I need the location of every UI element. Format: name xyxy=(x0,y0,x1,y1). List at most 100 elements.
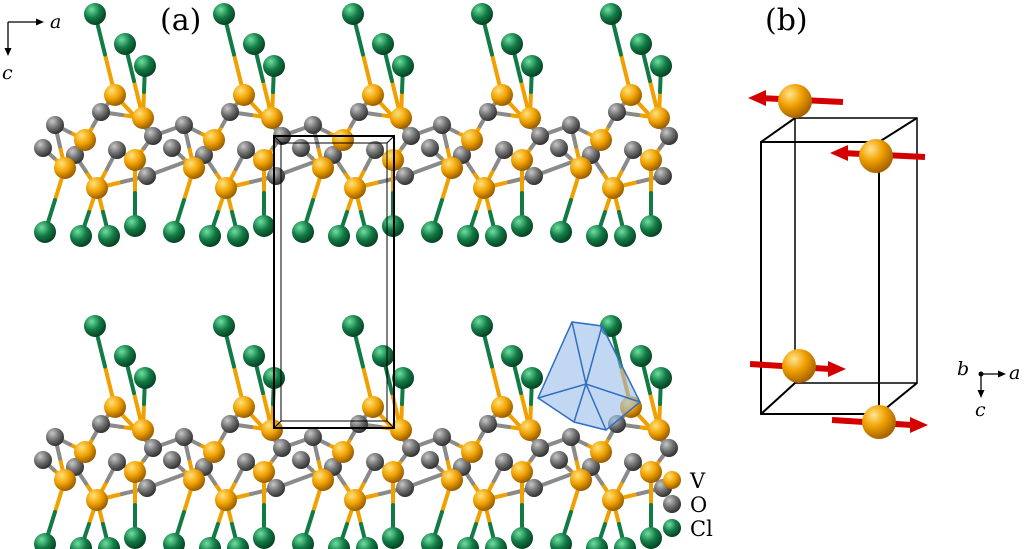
bottom-layer xyxy=(34,315,678,549)
atoms xyxy=(34,315,678,549)
vanadium-atom xyxy=(233,84,255,106)
vanadium-atom xyxy=(215,177,237,199)
chlorine-atom xyxy=(457,225,479,247)
oxygen-atom xyxy=(267,479,285,497)
vanadium-atom xyxy=(86,177,108,199)
legend-item-cl: Cl xyxy=(663,517,713,541)
legend-label-v: V xyxy=(689,469,706,493)
chlorine-atom xyxy=(292,221,314,243)
top-layer xyxy=(34,3,678,247)
vanadium-atom xyxy=(203,129,225,151)
vanadium-atom xyxy=(511,461,533,483)
axis-a-label: a xyxy=(50,11,61,33)
oxygen-atom xyxy=(562,116,580,134)
legend: V O Cl xyxy=(663,469,713,541)
axis-c-label-b: c xyxy=(975,399,986,421)
chlorine-atom xyxy=(471,3,493,25)
vanadium-atom xyxy=(183,157,205,179)
oxygen-atom xyxy=(221,415,239,433)
vanadium-atom xyxy=(778,84,812,118)
chlorine-atom xyxy=(124,215,146,237)
oxygen-atom xyxy=(34,139,52,157)
chlorine-atom xyxy=(243,33,265,55)
unit-cell-a xyxy=(273,135,395,429)
oxygen-atom xyxy=(433,428,451,446)
chlorine-atom xyxy=(163,533,185,549)
axis-b-label: b xyxy=(957,358,969,380)
oxygen-atom xyxy=(366,453,384,471)
unit-cell-b xyxy=(760,117,918,415)
chlorine-atom xyxy=(134,367,156,389)
legend-label-cl: Cl xyxy=(690,517,713,541)
chlorine-atom xyxy=(372,345,394,367)
chlorine-atom xyxy=(163,221,185,243)
chlorine-atom xyxy=(650,55,672,77)
oxygen-atom xyxy=(479,103,497,121)
chlorine-atom xyxy=(328,225,350,247)
vanadium-atom xyxy=(74,129,96,151)
oxygen-atom xyxy=(402,127,420,145)
vanadium-atom xyxy=(312,469,334,491)
vanadium-atom xyxy=(461,129,483,151)
chlorine-atom xyxy=(471,315,493,337)
vanadium-atom xyxy=(253,461,275,483)
chlorine-atom xyxy=(263,55,285,77)
oxygen-atom xyxy=(46,116,64,134)
vanadium-atom xyxy=(132,107,154,129)
vanadium-atom xyxy=(104,84,126,106)
oxygen-atom xyxy=(479,415,497,433)
chlorine-atom xyxy=(34,221,56,243)
chlorine-atom xyxy=(392,55,414,77)
panel-a: a c (a) V O Cl xyxy=(2,3,713,549)
chlorine-atom xyxy=(34,533,56,549)
oxygen-atom xyxy=(624,453,642,471)
chlorine-atom xyxy=(134,55,156,77)
vanadium-atom xyxy=(473,489,495,511)
chlorine-atom xyxy=(511,215,533,237)
chlorine-atom xyxy=(511,527,533,549)
vanadium-atom xyxy=(602,489,624,511)
coordination-polyhedron xyxy=(537,321,641,431)
vanadium-atom xyxy=(859,139,893,173)
chlorine-atom xyxy=(421,221,443,243)
legend-label-o: O xyxy=(690,493,707,517)
axis-c-label: c xyxy=(2,62,13,84)
chlorine-atom xyxy=(501,345,523,367)
oxygen-atom xyxy=(237,141,255,159)
vanadium-atom xyxy=(648,419,670,441)
oxygen-atom xyxy=(660,439,678,457)
vanadium-atom xyxy=(233,396,255,418)
oxygen-atom xyxy=(396,167,414,185)
vanadium-atom xyxy=(640,149,662,171)
oxygen-atom xyxy=(562,428,580,446)
oxygen-atom xyxy=(92,415,110,433)
chlorine-atom xyxy=(650,367,672,389)
oxygen-atom xyxy=(525,167,543,185)
chlorine-atom xyxy=(421,533,443,549)
vanadium-atom xyxy=(570,469,592,491)
chlorine-atom xyxy=(550,221,572,243)
vanadium-atom xyxy=(312,157,334,179)
vanadium-atom xyxy=(344,489,366,511)
oxygen-atom xyxy=(292,139,310,157)
oxygen-atom xyxy=(138,479,156,497)
oxygen-atom xyxy=(304,116,322,134)
chlorine-atom xyxy=(124,527,146,549)
oxygen-atom xyxy=(144,439,162,457)
axis-a-label-b: a xyxy=(1009,362,1020,384)
spin-1 xyxy=(748,84,844,118)
oxygen-atom xyxy=(550,139,568,157)
chlorine-atom xyxy=(98,537,120,549)
oxygen-atom xyxy=(654,167,672,185)
oxygen-atom xyxy=(421,451,439,469)
vanadium-atom xyxy=(602,177,624,199)
chlorine-atom xyxy=(328,537,350,549)
oxygen-atom xyxy=(108,453,126,471)
chlorine-atom xyxy=(356,225,378,247)
oxygen-atom xyxy=(421,139,439,157)
oxygen-atom xyxy=(108,141,126,159)
oxygen-atom xyxy=(144,127,162,145)
chlorine-atom xyxy=(614,537,636,549)
spin-3 xyxy=(749,349,846,383)
chlorine-atom xyxy=(213,315,235,337)
